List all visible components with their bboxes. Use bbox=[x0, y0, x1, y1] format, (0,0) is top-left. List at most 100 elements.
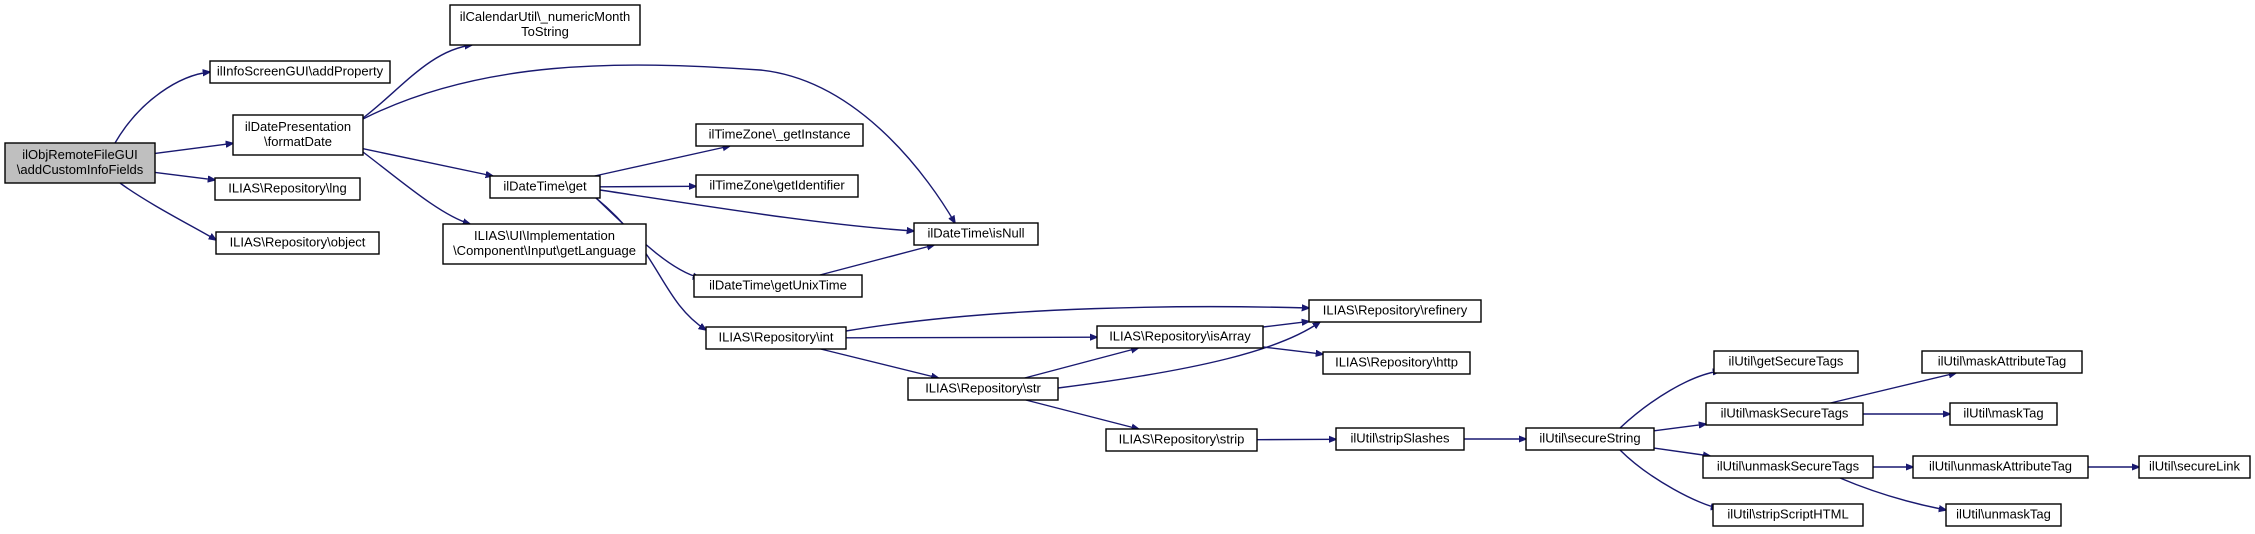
node-box[interactable] bbox=[1949, 402, 2058, 426]
node-label: ILIAS\Repository\object bbox=[230, 235, 366, 250]
edge-root-to-addProperty bbox=[114, 72, 210, 144]
node-label: ilTimeZone\_getInstance bbox=[709, 127, 851, 142]
node-box[interactable] bbox=[1713, 350, 1859, 374]
node-label: \formatDate bbox=[264, 134, 332, 149]
node-box[interactable] bbox=[449, 4, 641, 46]
node-root[interactable]: ilObjRemoteFileGUI\addCustomInfoFields bbox=[4, 142, 156, 184]
node-box[interactable] bbox=[1105, 428, 1258, 452]
node-http[interactable]: ILIAS\Repository\http bbox=[1322, 351, 1471, 375]
node-label: ilUtil\maskSecureTags bbox=[1721, 406, 1849, 421]
edge-root-to-formatDate bbox=[154, 143, 233, 155]
edge-formatDate-to-dtGet bbox=[362, 148, 493, 176]
node-box[interactable] bbox=[215, 231, 380, 255]
node-unmaskAttributeTag[interactable]: ilUtil\unmaskAttributeTag bbox=[1912, 455, 2089, 479]
node-box[interactable] bbox=[2138, 455, 2251, 479]
node-secureLink[interactable]: ilUtil\secureLink bbox=[2138, 455, 2251, 479]
node-object[interactable]: ILIAS\Repository\object bbox=[215, 231, 380, 255]
node-box[interactable] bbox=[913, 222, 1039, 246]
edge-dtGet-to-getUnixTime bbox=[595, 197, 700, 278]
edge-isArray-to-refinery bbox=[1262, 321, 1309, 328]
node-getSecureTags[interactable]: ilUtil\getSecureTags bbox=[1713, 350, 1859, 374]
node-getUnixTime[interactable]: ilDateTime\getUnixTime bbox=[693, 274, 863, 298]
node-box[interactable] bbox=[1308, 299, 1482, 323]
node-unmaskTag[interactable]: ilUtil\unmaskTag bbox=[1945, 503, 2062, 527]
node-box[interactable] bbox=[1945, 503, 2062, 527]
node-getLanguage[interactable]: ILIAS\UI\Implementation\Component\Input\… bbox=[442, 223, 647, 265]
edge-str-to-refinery bbox=[1057, 322, 1320, 389]
node-label: \Component\Input\getLanguage bbox=[453, 243, 636, 258]
node-isNull[interactable]: ilDateTime\isNull bbox=[913, 222, 1039, 246]
node-maskAttributeTag[interactable]: ilUtil\maskAttributeTag bbox=[1921, 350, 2083, 374]
node-box[interactable] bbox=[705, 326, 847, 350]
node-label: ILIAS\Repository\strip bbox=[1119, 432, 1245, 447]
node-label: ILIAS\Repository\int bbox=[719, 330, 834, 345]
node-label: ilUtil\unmaskSecureTags bbox=[1717, 459, 1860, 474]
node-strip[interactable]: ILIAS\Repository\strip bbox=[1105, 428, 1258, 452]
node-dtGet[interactable]: ilDateTime\get bbox=[489, 175, 601, 199]
edge-unmaskSecureTags-to-unmaskTag bbox=[1839, 477, 1946, 510]
node-label: ILIAS\Repository\lng bbox=[228, 181, 347, 196]
node-box[interactable] bbox=[209, 60, 391, 84]
node-box[interactable] bbox=[1702, 455, 1874, 479]
node-box[interactable] bbox=[907, 377, 1059, 401]
node-box[interactable] bbox=[1335, 427, 1465, 451]
node-label: ILIAS\Repository\http bbox=[1335, 355, 1458, 370]
node-box[interactable] bbox=[232, 114, 364, 156]
node-box[interactable] bbox=[1921, 350, 2083, 374]
node-label: \addCustomInfoFields bbox=[17, 162, 144, 177]
node-tzGetInstance[interactable]: ilTimeZone\_getInstance bbox=[695, 123, 864, 147]
node-box[interactable] bbox=[1705, 402, 1864, 426]
node-stripScriptHTML[interactable]: ilUtil\stripScriptHTML bbox=[1712, 503, 1864, 527]
node-box[interactable] bbox=[695, 174, 859, 198]
node-box[interactable] bbox=[1912, 455, 2089, 479]
node-label: ILIAS\Repository\isArray bbox=[1109, 329, 1251, 344]
edge-root-to-object bbox=[119, 182, 216, 240]
node-label: ilDateTime\isNull bbox=[927, 226, 1024, 241]
node-label: ilUtil\unmaskTag bbox=[1956, 507, 2051, 522]
node-tzGetIdentifier[interactable]: ilTimeZone\getIdentifier bbox=[695, 174, 859, 198]
node-box[interactable] bbox=[4, 142, 156, 184]
node-box[interactable] bbox=[442, 223, 647, 265]
node-stripSlashes[interactable]: ilUtil\stripSlashes bbox=[1335, 427, 1465, 451]
node-label: ToString bbox=[521, 24, 569, 39]
node-box[interactable] bbox=[693, 274, 863, 298]
edge-secureString-to-maskSecureTags bbox=[1653, 424, 1706, 432]
edge-formatDate-to-numericMonth bbox=[362, 45, 472, 119]
node-secureString[interactable]: ilUtil\secureString bbox=[1525, 427, 1655, 451]
node-label: ilUtil\secureLink bbox=[2149, 459, 2241, 474]
node-label: ilObjRemoteFileGUI bbox=[22, 147, 138, 162]
node-label: ILIAS\Repository\str bbox=[925, 381, 1041, 396]
node-label: ilUtil\maskAttributeTag bbox=[1938, 354, 2067, 369]
node-int[interactable]: ILIAS\Repository\int bbox=[705, 326, 847, 350]
node-isArray[interactable]: ILIAS\Repository\isArray bbox=[1096, 325, 1264, 349]
node-unmaskSecureTags[interactable]: ilUtil\unmaskSecureTags bbox=[1702, 455, 1874, 479]
node-box[interactable] bbox=[1322, 351, 1471, 375]
node-maskSecureTags[interactable]: ilUtil\maskSecureTags bbox=[1705, 402, 1864, 426]
edge-secureString-to-stripScriptHTML bbox=[1619, 449, 1718, 508]
node-label: ilTimeZone\getIdentifier bbox=[709, 178, 845, 193]
node-label: ilDatePresentation bbox=[245, 119, 351, 134]
node-box[interactable] bbox=[489, 175, 601, 199]
edge-root-to-lng bbox=[154, 171, 215, 180]
node-addProperty[interactable]: ilInfoScreenGUI\addProperty bbox=[209, 60, 391, 84]
node-box[interactable] bbox=[1712, 503, 1864, 527]
edge-str-to-strip bbox=[1025, 399, 1139, 429]
edge-dtGet-to-int bbox=[595, 197, 706, 330]
edge-int-to-isArray bbox=[845, 337, 1097, 338]
node-box[interactable] bbox=[214, 177, 361, 201]
node-lng[interactable]: ILIAS\Repository\lng bbox=[214, 177, 361, 201]
node-box[interactable] bbox=[1525, 427, 1655, 451]
node-maskTag[interactable]: ilUtil\maskTag bbox=[1949, 402, 2058, 426]
edge-isArray-to-http bbox=[1262, 346, 1323, 354]
edge-secureString-to-unmaskSecureTags bbox=[1653, 447, 1710, 456]
node-str[interactable]: ILIAS\Repository\str bbox=[907, 377, 1059, 401]
node-box[interactable] bbox=[695, 123, 864, 147]
node-box[interactable] bbox=[1096, 325, 1264, 349]
node-refinery[interactable]: ILIAS\Repository\refinery bbox=[1308, 299, 1482, 323]
edge-int-to-refinery bbox=[845, 307, 1309, 332]
node-label: ILIAS\Repository\refinery bbox=[1323, 303, 1468, 318]
node-formatDate[interactable]: ilDatePresentation\formatDate bbox=[232, 114, 364, 156]
edge-dtGet-to-tzGetIdentifier bbox=[599, 186, 696, 187]
edge-formatDate-to-getLanguage bbox=[362, 151, 470, 224]
